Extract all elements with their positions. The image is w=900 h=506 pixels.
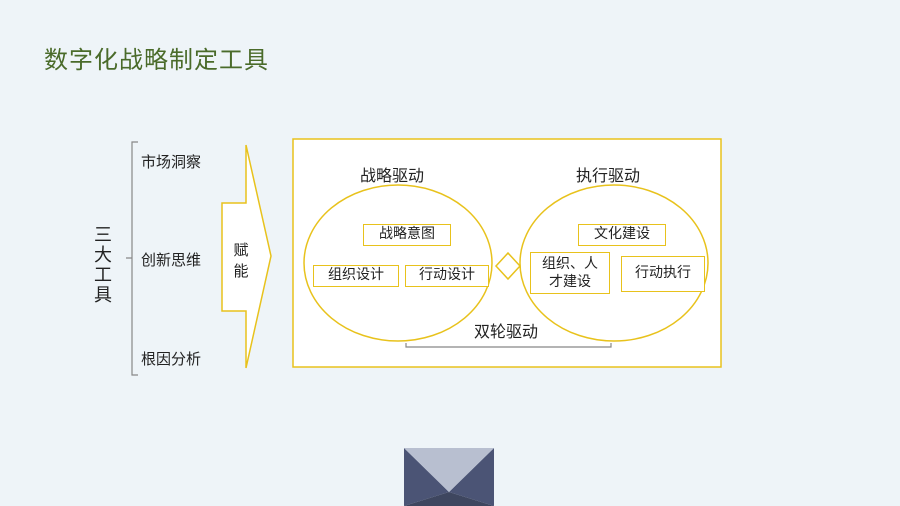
- box-culture-building: 文化建设: [578, 224, 666, 246]
- three-tools-label: 三大工具: [94, 225, 112, 306]
- tool-innovative-thinking: 创新思维: [141, 251, 202, 269]
- main-container: [292, 138, 722, 368]
- link-diamond: [494, 251, 522, 281]
- strategy-ellipse: [303, 184, 493, 342]
- box-action-execution: 行动执行: [621, 256, 705, 292]
- left-brace: [126, 141, 138, 376]
- envelope-triangle-logo-icon: [404, 448, 494, 506]
- strategy-heading: 战略驱动: [360, 166, 425, 185]
- empower-arrow: [221, 144, 272, 369]
- box-organization-design: 组织设计: [313, 265, 399, 287]
- bottom-bracket: [405, 343, 612, 348]
- execution-ellipse: [519, 184, 709, 342]
- page-title: 数字化战略制定工具: [44, 46, 269, 74]
- execution-heading: 执行驱动: [576, 166, 641, 185]
- box-org-talent-building: 组织、人才建设: [530, 252, 610, 294]
- box-strategic-intent: 战略意图: [363, 224, 451, 246]
- box-action-design: 行动设计: [405, 265, 489, 287]
- tool-market-insight: 市场洞察: [141, 153, 202, 171]
- dual-wheel-drive-label: 双轮驱动: [474, 322, 539, 341]
- empower-label: 赋能: [233, 241, 249, 280]
- tool-root-cause-analysis: 根因分析: [141, 350, 202, 368]
